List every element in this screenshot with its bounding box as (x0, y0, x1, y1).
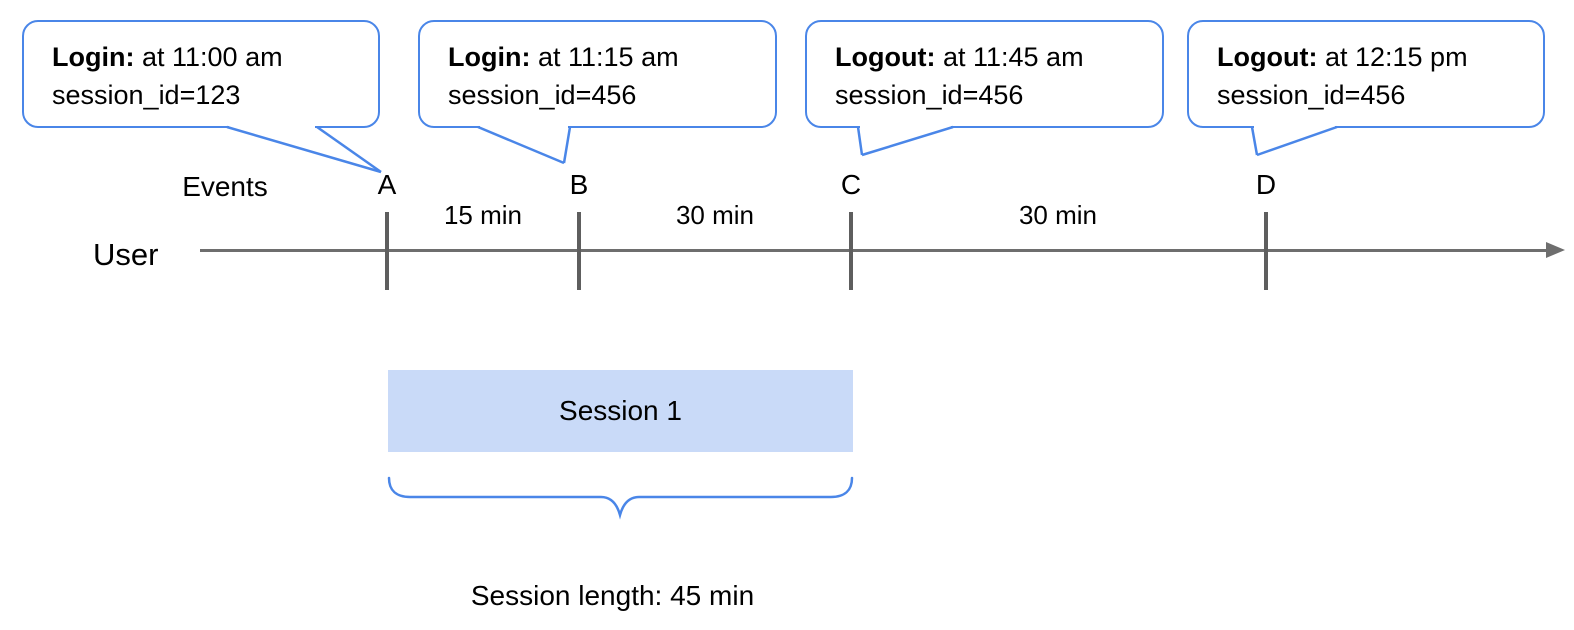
callout-event-line: Login: at 11:15 am (448, 38, 765, 76)
callout-event-type: Login: (52, 42, 135, 72)
callout-event-time: at 11:45 am (942, 42, 1084, 72)
callout-tail-a (226, 124, 382, 174)
callout-event-type: Login: (448, 42, 531, 72)
callout-event-time: at 11:15 am (537, 42, 679, 72)
callout-login-b: Login: at 11:15 am session_id=456 (418, 20, 777, 128)
event-label-b: B (569, 169, 589, 200)
timeline-axis (200, 249, 1548, 252)
callout-logout-d: Logout: at 12:15 pm session_id=456 (1187, 20, 1545, 128)
session-1-bar: Session 1 (388, 370, 853, 452)
event-label-c: C (840, 169, 862, 200)
timeline-arrowhead (1546, 242, 1565, 258)
callout-tail-b (477, 124, 572, 165)
events-row-label: Events (182, 171, 268, 202)
interval-a-b: 15 min (443, 200, 523, 230)
callout-event-line: Logout: at 12:15 pm (1217, 38, 1533, 76)
interval-c-d: 30 min (1018, 200, 1098, 230)
tick-c (849, 212, 853, 290)
user-row-label: User (93, 237, 159, 272)
event-label-d: D (1255, 169, 1277, 200)
tick-a (385, 212, 389, 290)
callout-session-id: session_id=456 (448, 80, 637, 110)
callout-tail-d (1250, 124, 1338, 157)
callout-event-line: Login: at 11:00 am (52, 38, 368, 76)
tick-d (1264, 212, 1268, 290)
tick-b (577, 212, 581, 290)
callout-tail-c (856, 124, 954, 157)
session-length-caption: Session length: 45 min (470, 580, 755, 611)
callout-event-time: at 11:00 am (141, 42, 283, 72)
session-1-label: Session 1 (559, 395, 682, 426)
callout-event-type: Logout: (1217, 42, 1318, 72)
interval-b-c: 30 min (675, 200, 755, 230)
event-label-a: A (377, 169, 397, 200)
callout-session-id: session_id=123 (52, 80, 241, 110)
callout-event-line: Logout: at 11:45 am (835, 38, 1152, 76)
callout-login-a: Login: at 11:00 am session_id=123 (22, 20, 380, 128)
callout-session-id: session_id=456 (835, 80, 1024, 110)
callout-event-type: Logout: (835, 42, 936, 72)
callout-event-time: at 12:15 pm (1324, 42, 1468, 72)
session-brace (387, 476, 854, 520)
callout-logout-c: Logout: at 11:45 am session_id=456 (805, 20, 1164, 128)
callout-session-id: session_id=456 (1217, 80, 1406, 110)
